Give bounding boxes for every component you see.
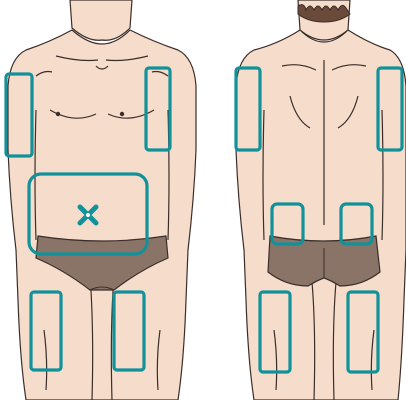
front-body-figure [8, 0, 196, 400]
